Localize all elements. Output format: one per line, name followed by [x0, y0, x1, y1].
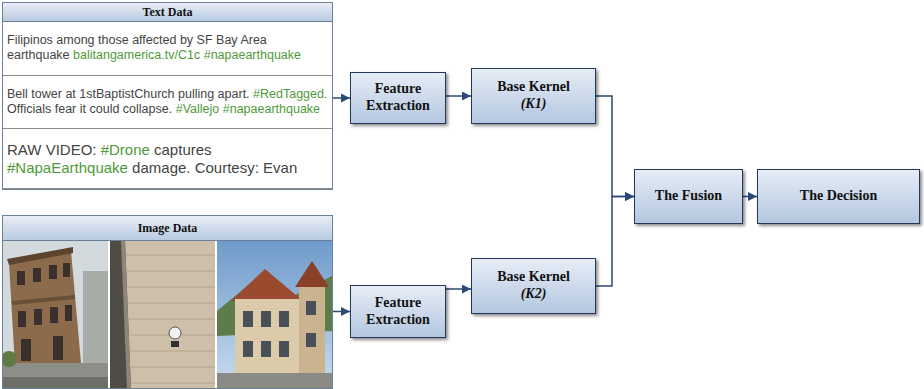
hashtag-link: #RedTagged.: [253, 87, 327, 101]
box-label: Feature Extraction: [356, 295, 440, 329]
box-label: Base Kernel: [497, 269, 570, 286]
text-data-panel: Text DataFilipinos among those affected …: [2, 2, 333, 190]
tweet-text: Filipinos among those affected by SF Bay…: [7, 33, 328, 63]
flow-arrow: [333, 311, 350, 313]
process-box: The Decision: [757, 169, 920, 224]
process-box: Base Kernel(K1): [471, 68, 596, 124]
tweet-box: RAW VIDEO: #Drone captures #NapaEarthqua…: [3, 129, 332, 189]
flow-arrow: [743, 196, 757, 198]
box-sublabel: (K1): [521, 96, 547, 113]
flow-arrow: [446, 288, 471, 290]
hashtag-link: #napaearthquake: [223, 102, 320, 116]
flow-arrow: [446, 95, 471, 97]
tweet-text: Bell tower at 1stBaptistChurch pulling a…: [7, 87, 328, 117]
box-label: Base Kernel: [497, 79, 570, 96]
hashtag-link: #Drone: [101, 141, 150, 158]
hashtag-link: #napaearthquake: [204, 48, 301, 62]
panel-body: Filipinos among those affected by SF Bay…: [3, 22, 332, 189]
image-data-panel: Image Data: [2, 215, 333, 389]
tweet-box: Filipinos among those affected by SF Bay…: [3, 22, 332, 76]
hashtag-link: #Vallejo: [176, 102, 220, 116]
hashtag-link: #NapaEarthquake: [7, 159, 128, 176]
panel-heading: Text Data: [3, 3, 332, 22]
tweet-box: Bell tower at 1stBaptistChurch pulling a…: [3, 76, 332, 130]
process-box: Base Kernel(K2): [471, 258, 596, 314]
earthquake-photos: [3, 241, 332, 389]
process-box: The Fusion: [634, 169, 743, 224]
box-label: The Fusion: [655, 188, 722, 205]
box-sublabel: (K2): [521, 286, 547, 303]
flow-arrow: [333, 97, 350, 99]
process-box: Feature Extraction: [350, 285, 446, 338]
box-label: The Decision: [800, 188, 877, 205]
panel-heading: Image Data: [3, 216, 332, 241]
photo-gap: [215, 241, 217, 389]
box-label: Feature Extraction: [356, 81, 440, 115]
photo-leaning-building: [3, 241, 108, 389]
tweet-text: RAW VIDEO: #Drone captures #NapaEarthqua…: [7, 141, 328, 177]
flow-arrow: [596, 197, 634, 287]
photo-red-roof-building: [217, 241, 332, 389]
flow-arrow: [596, 96, 634, 197]
process-box: Feature Extraction: [350, 72, 446, 124]
photo-brick-wall: [110, 241, 215, 389]
hashtag-link: balitangamerica.tv/C1c: [73, 48, 200, 62]
photo-gap: [108, 241, 110, 389]
panel-body: [3, 241, 332, 388]
